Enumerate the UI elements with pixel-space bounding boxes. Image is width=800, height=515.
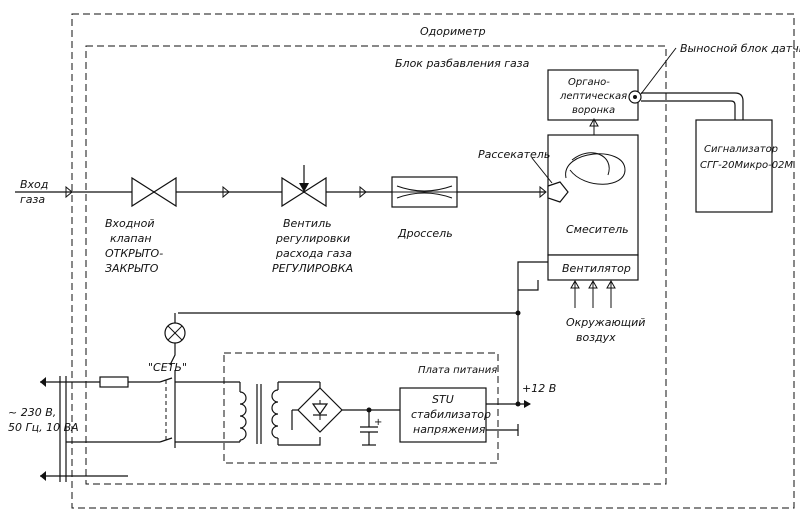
flow-arrow-2	[222, 185, 230, 199]
funnel-label-1: Органо-	[568, 77, 610, 88]
mains-label-1: ~ 230 В,	[8, 406, 56, 419]
alarm-box	[695, 119, 773, 213]
ambient-air-label-2: воздух	[576, 331, 616, 344]
funnel-label-2: лептическая	[559, 91, 627, 102]
mixer-label: Смеситель	[566, 223, 629, 236]
mixer-swirl	[565, 153, 626, 185]
output-arrow	[524, 400, 531, 408]
fan-power-wire	[517, 261, 548, 404]
fuse-icon	[99, 376, 129, 388]
plus12-label: +12 В	[522, 382, 556, 395]
indicator-lamp-icon	[164, 322, 186, 344]
throttle-label: Дроссель	[397, 227, 453, 240]
mains-arrow-bottom	[40, 471, 46, 481]
dilution-block-boundary	[85, 45, 667, 485]
regulating-valve-icon	[281, 165, 327, 208]
stabilizer-box	[399, 387, 487, 443]
reg-valve-label-4: РЕГУЛИРОВКА	[272, 262, 353, 275]
junction-dot	[515, 310, 521, 316]
funnel-box	[547, 69, 639, 121]
funnel-label-3: воронка	[572, 105, 615, 116]
reg-valve-label-1: Вентиль	[283, 217, 332, 230]
inlet-valve-icon	[131, 176, 177, 208]
alarm-label-2: СГГ-20Микро-02М	[700, 160, 793, 171]
mains-label-2: 50 Гц, 10 ВА	[8, 421, 79, 434]
sensor-tube-lower	[641, 100, 736, 120]
flow-arrow-3	[359, 185, 367, 199]
power-board-label: Плата питания	[418, 365, 497, 376]
remote-sensor-label: Выносной блок датчика	[680, 42, 800, 55]
remote-sensor-leader	[640, 47, 677, 95]
flow-arrow-1	[65, 185, 73, 199]
diode-bridge-icon	[291, 382, 369, 433]
diffuser-icon	[547, 181, 569, 203]
stabilizer-label-1: STU	[432, 393, 454, 406]
inlet-valve-label-3: ОТКРЫТО-	[105, 247, 163, 260]
mains-switch-icon	[159, 370, 176, 448]
ambient-air-arrows	[570, 279, 616, 308]
dilution-block-label: Блок разбавления газа	[395, 57, 530, 70]
diffuser-label: Рассекатель	[478, 148, 550, 161]
fan-ground-wire	[518, 280, 539, 291]
gas-input-label-2: газа	[20, 193, 45, 206]
inlet-valve-label-4: ЗАКРЫТО	[105, 262, 159, 275]
fan-label: Вентилятор	[562, 262, 631, 275]
stabilizer-label-2: стабилизатор	[411, 408, 491, 421]
fan-box	[547, 254, 639, 281]
inlet-valve-label-1: Входной	[105, 217, 154, 230]
switch-label: "СЕТЬ"	[148, 361, 187, 374]
odorimeter-label: Одориметр	[420, 25, 486, 38]
flow-arrow-4	[539, 185, 547, 199]
inlet-valve-label-2: клапан	[110, 232, 152, 245]
stabilizer-label-3: напряжения	[413, 423, 486, 436]
reg-valve-label-2: регулировки	[275, 232, 350, 245]
ambient-air-label-1: Окружающий	[566, 316, 645, 329]
mains-arrow-top	[40, 377, 46, 387]
odorimeter-boundary	[71, 13, 795, 509]
gas-input-label-1: Вход	[20, 178, 48, 191]
power-board-boundary	[223, 352, 499, 464]
sensor-tube-upper	[641, 92, 744, 120]
svg-text:+: +	[374, 417, 382, 428]
reg-valve-label-3: расхода газа	[275, 247, 352, 260]
transformer-icon	[239, 382, 279, 445]
capacitor-icon: +	[360, 410, 382, 446]
throttle-icon	[391, 176, 458, 208]
funnel-arrow	[589, 117, 599, 127]
alarm-label-1: Сигнализатор	[704, 144, 778, 155]
